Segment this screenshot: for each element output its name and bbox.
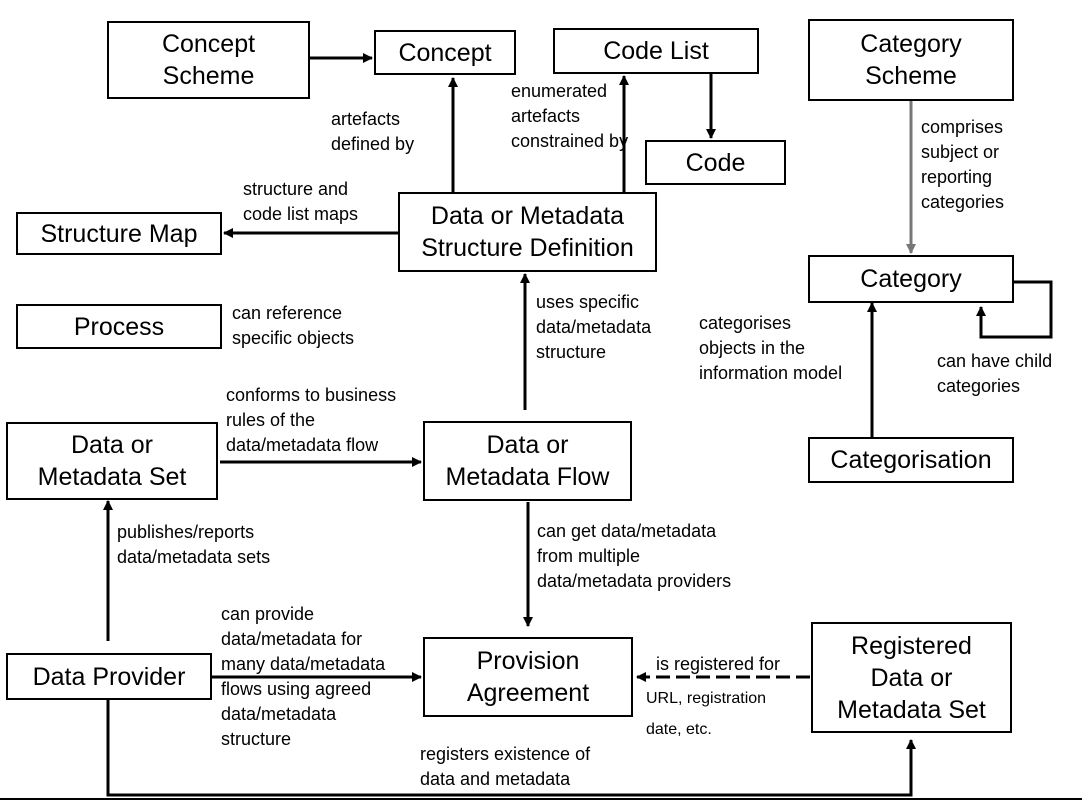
node-provision-agreement: Provision Agreement [423,637,633,717]
label-enumerated-constrained: enumerated artefacts constrained by [511,81,629,151]
node-dataflow: Data or Metadata Flow [423,421,632,501]
node-process: Process [16,304,222,349]
node-concept-scheme: Concept Scheme [107,21,310,99]
label-structure-maps: structure and code list maps [243,179,359,224]
label-is-registered-for: is registered for [656,654,781,674]
node-category-scheme: Category Scheme [808,19,1014,101]
label-publishes-sets: publishes/reports data/metadata sets [117,522,271,567]
node-code-list: Code List [553,28,759,74]
label-provide-many-flows: can provide data/metadata for many data/… [221,604,386,749]
node-registered-set: Registered Data or Metadata Set [811,622,1012,733]
node-data-set: Data or Metadata Set [6,422,218,500]
edge-category-self [976,280,1053,339]
node-structure-definition: Data or Metadata Structure Definition [398,192,657,272]
edge-dataprovider-registered [106,700,916,797]
label-registers-existence: registers existence of data and metadata [420,744,591,789]
node-structure-map: Structure Map [16,212,222,255]
label-conforms-rules: conforms to business rules of the data/m… [226,385,397,455]
node-categorisation: Categorisation [808,437,1014,483]
node-category: Category [808,255,1014,303]
label-categorises-objects: categorises objects in the information m… [699,313,843,383]
label-reference-objects: can reference specific objects [232,303,355,348]
node-data-provider: Data Provider [6,653,212,700]
node-code: Code [645,140,786,185]
label-multiple-providers: can get data/metadata from multiple data… [537,521,732,591]
label-registration-details: URL, registration date, etc. [646,690,767,738]
label-artefacts-defined-by: artefacts defined by [331,109,415,154]
label-child-categories: can have child categories [937,351,1053,396]
label-uses-structure: uses specific data/metadata structure [536,292,652,362]
label-comprises-categories: comprises subject or reporting categorie… [921,117,1005,212]
node-concept: Concept [374,30,516,75]
